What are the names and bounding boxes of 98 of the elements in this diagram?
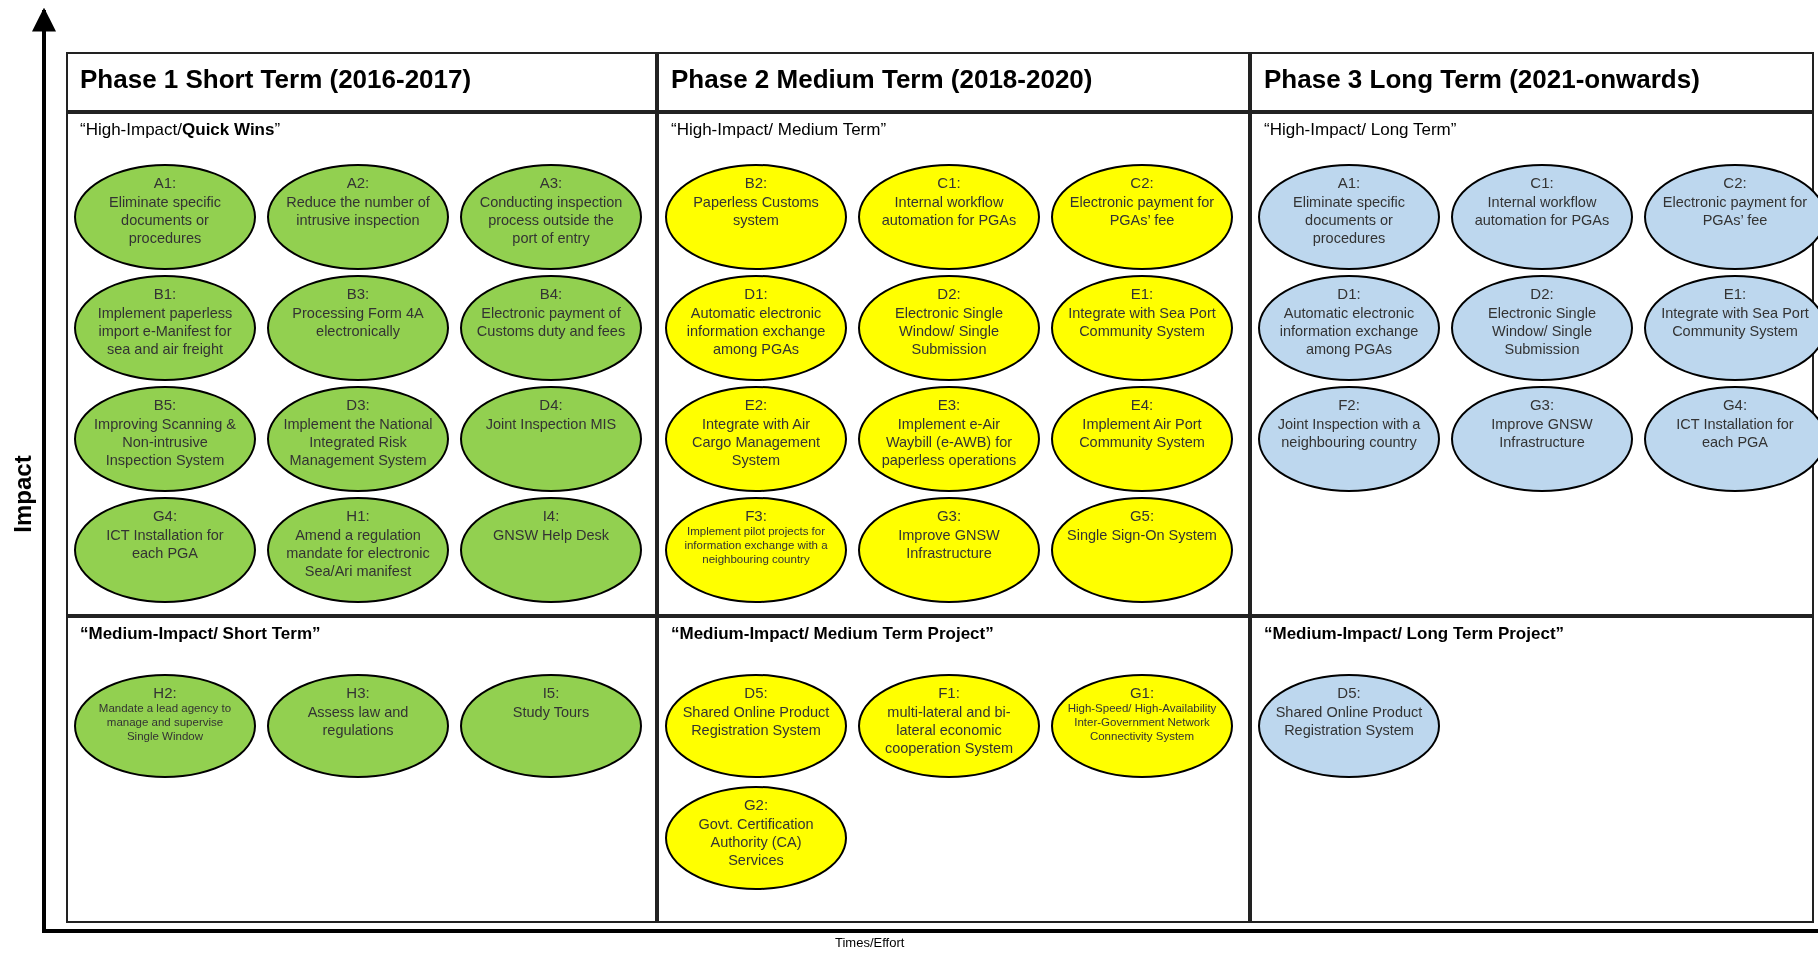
initiative-description: High-Speed/ High-Availability Inter-Government Network Connectivity System bbox=[1067, 702, 1217, 744]
initiative-description: Single Sign-On System bbox=[1067, 525, 1217, 544]
initiative-description: Automatic electronic information exchange among PGAs bbox=[685, 303, 827, 359]
initiative-description: Electronic Single Window/ Single Submission bbox=[1487, 303, 1597, 359]
initiative-code: F1: bbox=[938, 684, 960, 703]
initiative-code: A1: bbox=[1337, 174, 1361, 193]
initiative-code: G3: bbox=[936, 507, 962, 526]
initiative-description: Implement e-Air Waybill (e-AWB) for paperless operations bbox=[880, 414, 1018, 470]
initiative-description: Automatic electronic information exchange among PGAs bbox=[1278, 303, 1420, 359]
initiative-code: D5: bbox=[744, 684, 768, 703]
initiative-code: H2: bbox=[153, 684, 177, 702]
initiative-code: C2: bbox=[1130, 174, 1154, 193]
initiative-description: Internal workflow automation for PGAs bbox=[1473, 192, 1611, 229]
initiative-code: C1: bbox=[937, 174, 961, 193]
initiative-code: B4: bbox=[539, 285, 563, 304]
initiative-description: Implement Air Port Community System bbox=[1078, 414, 1206, 451]
axis-title: Impact bbox=[9, 454, 37, 535]
initiative-description: Conducting inspection process outside the port of entry bbox=[478, 192, 624, 248]
initiative-code: H3: bbox=[346, 684, 370, 703]
initiative-description: ICT Installation for each PGA bbox=[105, 525, 225, 562]
quadrant-heading: “High-Impact/Quick Wins” bbox=[80, 120, 281, 140]
initiative-code: A1: bbox=[153, 174, 177, 193]
initiative-code: C1: bbox=[1530, 174, 1554, 193]
initiative-description: Implement the National Integrated Risk Management System bbox=[283, 414, 433, 470]
initiative-code: I5: bbox=[542, 684, 560, 703]
initiative-description: Electronic payment of Customs duty and fees bbox=[476, 303, 626, 340]
initiative-description: Eliminate specific documents or procedures bbox=[1292, 192, 1406, 248]
initiative-code: F3: bbox=[745, 507, 767, 525]
initiative-code: D3: bbox=[346, 396, 370, 415]
initiative-description: Improve GNSW Infrastructure bbox=[897, 525, 1001, 562]
initiative-code: D2: bbox=[937, 285, 961, 304]
initiative-description: Internal workflow automation for PGAs bbox=[880, 192, 1018, 229]
initiative-code: G5: bbox=[1129, 507, 1155, 526]
initiative-description: Implement paperless import e-Manifest for sea and air freight bbox=[96, 303, 234, 359]
initiative-code: D1: bbox=[1337, 285, 1361, 304]
initiative-description: Joint Inspection with a neighbouring country bbox=[1276, 414, 1422, 451]
initiative-code: H1: bbox=[346, 507, 370, 526]
initiative-description: Integrate with Air Cargo Management System bbox=[690, 414, 822, 470]
initiative-code: B3: bbox=[346, 285, 370, 304]
initiative-code: A2: bbox=[346, 174, 370, 193]
initiative-code: F2: bbox=[1338, 396, 1360, 415]
axis-title: Times/Effort bbox=[835, 935, 905, 950]
initiative-code: B5: bbox=[153, 396, 177, 415]
initiative-description: Integrate with Sea Port Community System bbox=[1067, 303, 1217, 340]
initiative-code: A3: bbox=[539, 174, 563, 193]
initiative-description: Assess law and regulations bbox=[306, 702, 410, 739]
initiative-description: Joint Inspection MIS bbox=[485, 414, 617, 433]
initiative-description: Amend a regulation mandate for electronic Sea/Ari manifest bbox=[285, 525, 431, 581]
initiative-description: Govt. Certification Authority (CA) Services bbox=[697, 814, 815, 870]
initiative-code: D5: bbox=[1337, 684, 1361, 703]
initiative-code: I4: bbox=[542, 507, 560, 526]
initiative-description: GNSW Help Desk bbox=[493, 525, 609, 544]
initiative-code: G4: bbox=[152, 507, 178, 526]
initiative-description: Processing Form 4A electronically bbox=[291, 303, 425, 340]
initiative-code: B2: bbox=[744, 174, 768, 193]
initiative-code: D2: bbox=[1530, 285, 1554, 304]
initiative-description: Implement pilot projects for information exchange with a neighbouring country bbox=[683, 525, 829, 567]
initiative-code: G2: bbox=[743, 796, 769, 815]
quadrant-heading: “Medium-Impact/ Long Term Project” bbox=[1264, 624, 1565, 644]
initiative-description: Improving Scanning & Non-intrusive Inspection System bbox=[93, 414, 237, 470]
initiative-description: ICT Installation for each PGA bbox=[1675, 414, 1795, 451]
initiative-code: C2: bbox=[1723, 174, 1747, 193]
initiative-code: D1: bbox=[744, 285, 768, 304]
initiative-description: Eliminate specific documents or procedures bbox=[108, 192, 222, 248]
quadrant-panel bbox=[66, 112, 657, 616]
initiative-description: Electronic payment for PGAs’ fee bbox=[1068, 192, 1216, 229]
initiative-description: Improve GNSW Infrastructure bbox=[1490, 414, 1594, 451]
quadrant-panel bbox=[657, 112, 1250, 616]
quadrant-heading: “Medium-Impact/ Medium Term Project” bbox=[671, 624, 994, 644]
initiative-description: Paperless Customs system bbox=[692, 192, 820, 229]
phase-header: Phase 3 Long Term (2021-onwards) bbox=[1250, 52, 1814, 112]
initiative-description: Shared Online Product Registration System bbox=[1274, 702, 1424, 739]
initiative-description: Mandate a lead agency to manage and supervise Single Window bbox=[97, 702, 233, 744]
initiative-description: multi-lateral and bi-lateral economic cooperation System bbox=[883, 702, 1015, 758]
quadrant-heading: “High-Impact/ Long Term” bbox=[1264, 120, 1457, 140]
initiative-description: Electronic payment for PGAs’ fee bbox=[1661, 192, 1809, 229]
initiative-code: E4: bbox=[1130, 396, 1154, 415]
initiative-code: B1: bbox=[153, 285, 177, 304]
initiative-code: D4: bbox=[539, 396, 563, 415]
quadrant-panel bbox=[66, 616, 657, 923]
initiative-code: G1: bbox=[1129, 684, 1155, 702]
initiative-description: Shared Online Product Registration System bbox=[681, 702, 831, 739]
initiative-code: G3: bbox=[1529, 396, 1555, 415]
initiative-description: Electronic Single Window/ Single Submission bbox=[894, 303, 1004, 359]
initiative-code: E1: bbox=[1723, 285, 1747, 304]
initiative-code: G4: bbox=[1722, 396, 1748, 415]
initiative-code: E3: bbox=[937, 396, 961, 415]
quadrant-heading: “High-Impact/ Medium Term” bbox=[671, 120, 887, 140]
quadrant-panel bbox=[657, 616, 1250, 923]
quadrant-heading: “Medium-Impact/ Short Term” bbox=[80, 624, 321, 644]
initiative-description: Integrate with Sea Port Community System bbox=[1660, 303, 1810, 340]
initiative-description: Study Tours bbox=[512, 702, 590, 721]
initiative-description: Reduce the number of intrusive inspection bbox=[285, 192, 431, 229]
phase-header: Phase 2 Medium Term (2018-2020) bbox=[657, 52, 1250, 112]
quadrant-panel bbox=[1250, 616, 1814, 923]
phase-header: Phase 1 Short Term (2016-2017) bbox=[66, 52, 657, 112]
initiative-code: E2: bbox=[744, 396, 768, 415]
initiative-code: E1: bbox=[1130, 285, 1154, 304]
